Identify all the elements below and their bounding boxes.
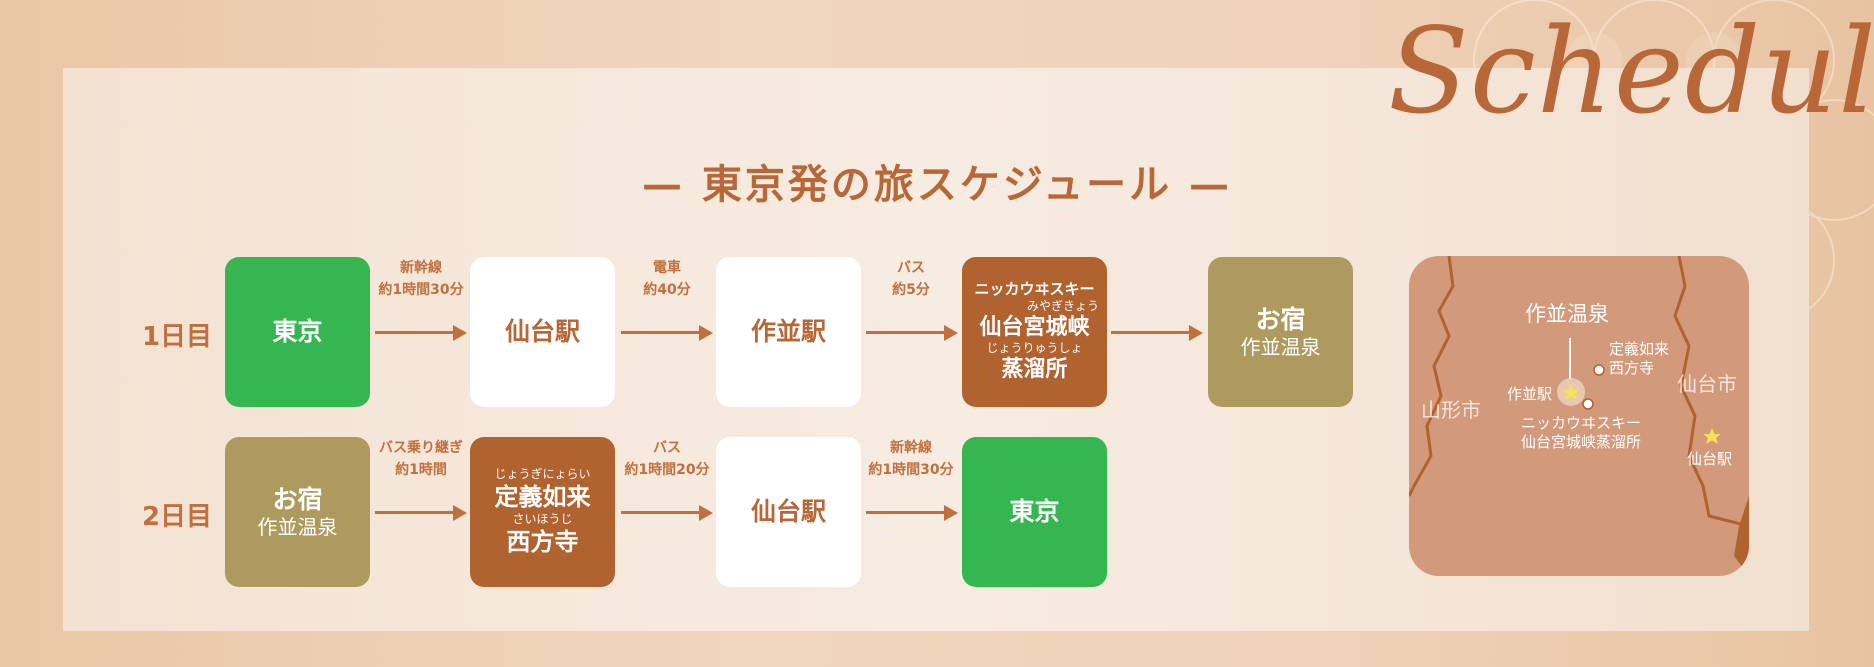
map-label-sendai-city: 仙台市 — [1677, 372, 1737, 396]
map-label-sendai-station: 仙台駅 — [1687, 450, 1733, 468]
map-label-sakunami-station: 作並駅 — [1507, 385, 1553, 403]
stop-name: 作並駅 — [750, 317, 826, 347]
stop-name: 仙台宮城峡 — [979, 314, 1090, 340]
day1-transit-1: 新幹線 約1時間30分 — [356, 258, 486, 301]
day2-stop-tokyo: 東京 — [962, 437, 1107, 587]
stop-name: 西方寺 — [506, 528, 579, 556]
day2-label: 2日目 — [141, 502, 213, 532]
stop-name: 定義如来 — [494, 483, 591, 511]
transit-time: 約1時間20分 — [624, 461, 710, 478]
transit-time: 約40分 — [643, 281, 691, 298]
arrow-right-icon — [866, 505, 958, 521]
page-title: — 東京発の旅スケジュール — — [641, 161, 1233, 208]
stop-company: ニッカウヰスキー — [974, 280, 1095, 299]
stop-name: 仙台駅 — [504, 317, 580, 347]
transit-mode: バス — [653, 440, 681, 456]
day1-stop-inn: お宿 作並温泉 — [1208, 257, 1353, 407]
stop-ruby: じょうりゅうしょ — [986, 341, 1083, 356]
schedule-script-title: Schedule — [1388, 2, 1874, 140]
transit-time: 約5分 — [892, 281, 930, 298]
transit-time: 約1時間 — [395, 461, 447, 478]
day2-stop-sendai-station: 仙台駅 — [716, 437, 861, 587]
day2-stop-inn: お宿 作並温泉 — [225, 437, 370, 587]
day1-stop-nikka-distillery: ニッカウヰスキー みやぎきょう 仙台宮城峡 じょうりゅうしょ 蒸溜所 — [962, 257, 1107, 407]
map-label-nikka-distillery: 仙台宮城峡蒸溜所 — [1521, 433, 1642, 451]
map-label-sakunami-onsen: 作並温泉 — [1525, 302, 1609, 326]
arrow-right-icon — [866, 325, 958, 341]
transit-time: 約1時間30分 — [868, 461, 954, 478]
day1-transit-2: 電車 約40分 — [602, 258, 732, 301]
map-label-saihoji: 西方寺 — [1609, 359, 1655, 377]
stop-ruby: みやぎきょう — [1026, 298, 1099, 313]
transit-mode: 新幹線 — [890, 440, 932, 456]
day2-stop-jogi-nyorai: じょうぎにょらい 定義如来 さいほうじ 西方寺 — [470, 437, 615, 587]
stop-name: お宿 — [272, 484, 323, 514]
stop-sub: 作並温泉 — [1240, 335, 1321, 360]
stop-name: 仙台駅 — [750, 497, 826, 527]
day1-stop-tokyo: 東京 — [225, 257, 370, 407]
transit-mode: 電車 — [653, 260, 681, 276]
stop-name: 東京 — [1009, 497, 1060, 527]
map-borders — [1409, 256, 1749, 576]
map-label-jogi-nyorai: 定義如来 — [1609, 340, 1670, 358]
day1-stop-sakunami-station: 作並駅 — [716, 257, 861, 407]
transit-mode: バス乗り継ぎ — [379, 440, 463, 456]
day1-transit-3: バス 約5分 — [846, 258, 976, 301]
day1-stop-sendai-station: 仙台駅 — [470, 257, 615, 407]
stop-ruby: じょうぎにょらい — [494, 467, 591, 481]
day2-transit-1: バス乗り継ぎ 約1時間 — [356, 438, 486, 481]
arrow-right-icon — [375, 505, 467, 521]
map-label-yamagata-city: 山形市 — [1421, 398, 1481, 422]
transit-mode: 新幹線 — [400, 260, 442, 276]
stop-name: 蒸溜所 — [1001, 357, 1068, 383]
day2-transit-2: バス 約1時間20分 — [602, 438, 732, 481]
stop-name: 東京 — [272, 317, 323, 347]
arrow-right-icon — [375, 325, 467, 341]
arrow-right-icon — [621, 325, 713, 341]
day1-label: 1日目 — [141, 322, 213, 352]
arrow-right-icon — [621, 505, 713, 521]
stop-sub: 作並温泉 — [257, 515, 338, 540]
transit-mode: バス — [897, 260, 925, 276]
area-map: 作並温泉 定義如来 西方寺 作並駅 ニッカウヰスキー 仙台宮城峡蒸溜所 山形市 … — [1409, 256, 1749, 576]
transit-time: 約1時間30分 — [378, 281, 464, 298]
map-label-nikka: ニッカウヰスキー — [1521, 414, 1642, 432]
stop-ruby: さいほうじ — [512, 512, 573, 526]
day2-transit-3: 新幹線 約1時間30分 — [846, 438, 976, 481]
stop-name: お宿 — [1255, 304, 1306, 334]
arrow-right-icon — [1111, 325, 1203, 341]
